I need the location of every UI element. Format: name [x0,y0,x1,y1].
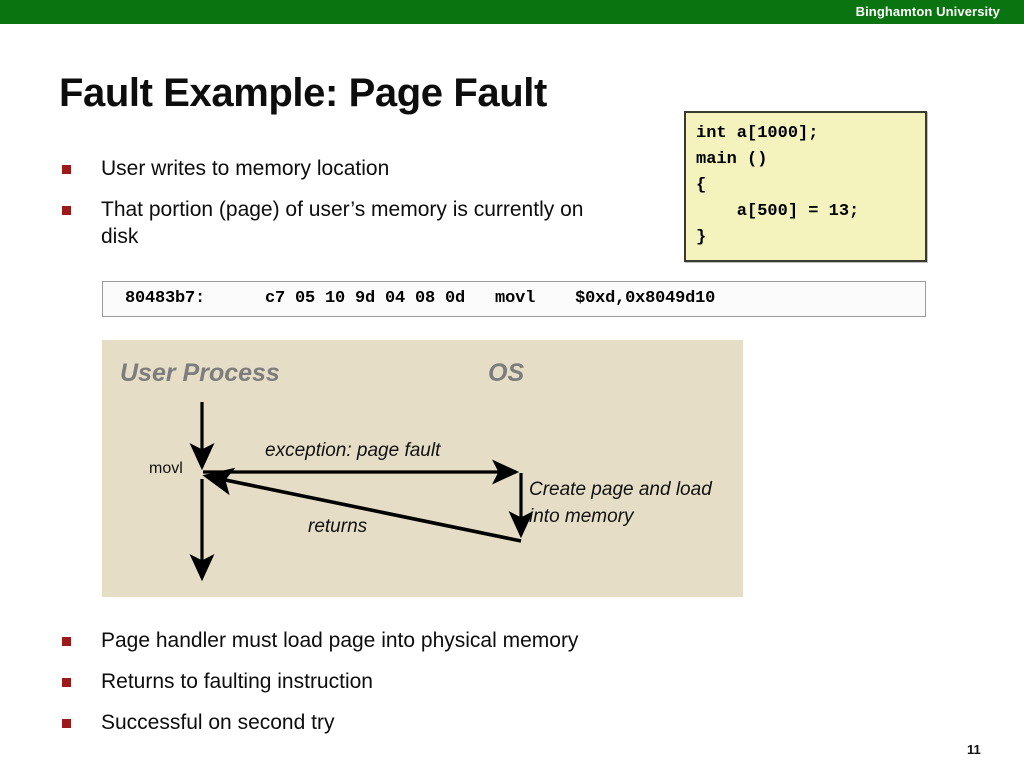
list-item: Returns to faulting instruction [60,668,760,695]
page-fault-timeline-diagram: User Process OS movl exception: page fau… [102,340,743,597]
movl-instruction-label: movl [149,460,183,477]
list-item-label: User writes to memory location [101,157,390,180]
list-item: Page handler must load page into physica… [60,627,760,654]
square-bullet-icon [62,165,71,174]
list-item: That portion (page) of user’s memory is … [60,196,620,250]
lane-label-user-process: User Process [120,359,280,387]
assembly-instruction-text: 80483b7: c7 05 10 9d 04 08 0d movl $0xd,… [125,289,716,308]
slide-page-number: 11 [967,742,981,757]
returns-arrow-label: returns [308,516,368,537]
c-code-text: int a[1000]; main () { a[500] = 13; } [696,124,860,247]
bullet-list-top: User writes to memory location That port… [60,155,620,264]
exception-arrow-label: exception: page fault [265,440,441,461]
c-code-box: int a[1000]; main () { a[500] = 13; } [684,111,927,262]
square-bullet-icon [62,637,71,646]
assembly-instruction-box: 80483b7: c7 05 10 9d 04 08 0d movl $0xd,… [102,281,926,317]
timeline-arrows-graphic [189,402,534,582]
page-title: Fault Example: Page Fault [59,71,547,115]
square-bullet-icon [62,719,71,728]
returns-arrow [202,467,522,543]
university-brand-label: Binghamton University [855,4,1000,19]
list-item-label: Returns to faulting instruction [101,670,373,693]
square-bullet-icon [62,678,71,687]
lane-label-os: OS [488,359,525,387]
header-bar: Binghamton University [0,0,1024,24]
list-item-label: That portion (page) of user’s memory is … [101,198,584,248]
os-handler-label: Create page and load into memory [529,479,712,527]
list-item-label: Successful on second try [101,711,335,734]
list-item-label: Page handler must load page into physica… [101,629,579,652]
bullet-list-bottom: Page handler must load page into physica… [60,627,760,750]
square-bullet-icon [62,206,71,215]
list-item: User writes to memory location [60,155,620,182]
list-item: Successful on second try [60,709,760,736]
